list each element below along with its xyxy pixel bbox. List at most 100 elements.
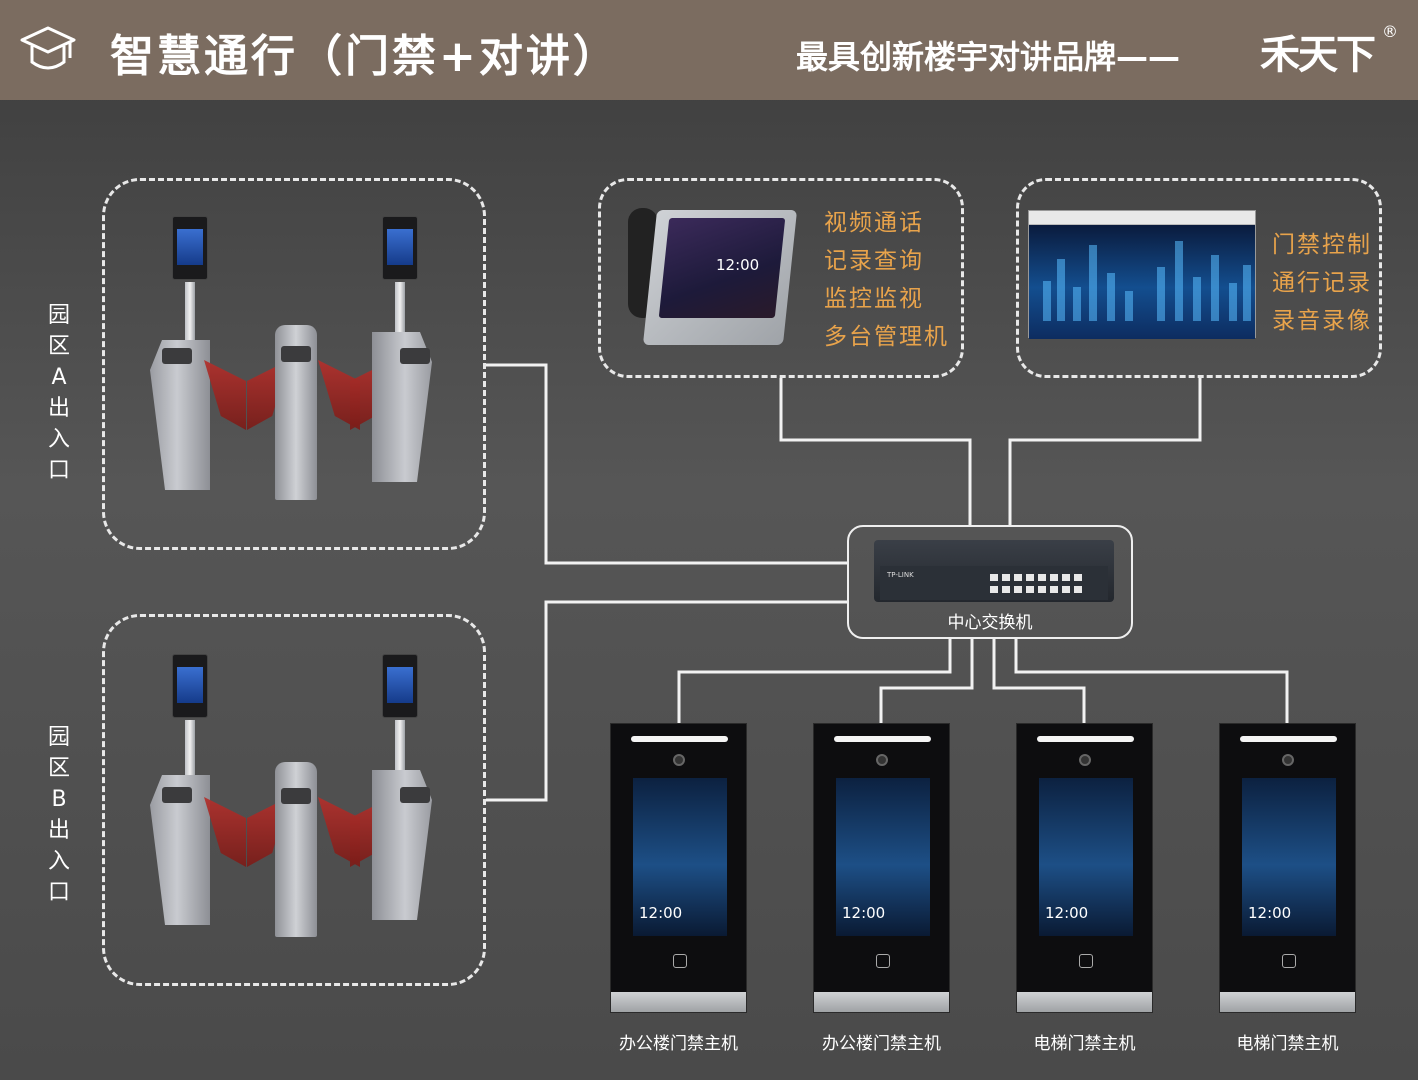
terminal-pole: [395, 282, 405, 334]
monitor-zone-frame: [598, 178, 964, 378]
zone-b-char: 区: [47, 756, 70, 781]
station-base-plate: [814, 992, 949, 1012]
switch-port: [990, 586, 998, 593]
line-zone-a: [486, 363, 848, 565]
door-station-unit: 12:00: [610, 723, 747, 1013]
line-station-1: [677, 639, 952, 724]
door-station-label: 办公楼门禁主机: [619, 1034, 738, 1054]
station-button-icon: [1079, 954, 1093, 968]
card-reader: [162, 787, 192, 803]
station-led-bar: [631, 736, 728, 742]
line-software: [1008, 378, 1202, 526]
monitor-time: 12:00: [716, 256, 760, 274]
station-button-icon: [1282, 954, 1296, 968]
door-station-unit: 12:00: [1016, 723, 1153, 1013]
card-reader: [281, 788, 311, 804]
station-led-bar: [1240, 736, 1337, 742]
switch-port: [1014, 574, 1022, 581]
central-switch-frame: [847, 525, 1133, 639]
door-station-label: 电梯门禁主机: [1033, 1034, 1136, 1054]
station-led-bar: [834, 736, 931, 742]
station-led-bar: [1037, 736, 1134, 742]
zone-a-frame: [102, 178, 486, 550]
door-station-unit: 12:00: [1219, 723, 1356, 1013]
software-toolbar: [1029, 211, 1255, 225]
terminal-pole: [395, 720, 405, 772]
graduation-cap-icon: [20, 26, 76, 70]
station-screen: [633, 778, 727, 936]
switch-port: [1026, 586, 1034, 593]
terminal-pole: [185, 282, 195, 342]
zone-a-char: 园: [47, 303, 70, 328]
door-station-label: 电梯门禁主机: [1236, 1034, 1339, 1054]
zone-a-char: 口: [47, 458, 70, 483]
station-time: 12:00: [1045, 904, 1089, 922]
zone-b-label: 园 区 B 出 入 口: [44, 722, 74, 908]
switch-port: [1026, 574, 1034, 581]
switch-port: [1050, 586, 1058, 593]
header-bar: 智慧通行（门禁+对讲） 最具创新楼宇对讲品牌—— 禾天下 ®: [0, 0, 1418, 100]
line-station-4: [1014, 639, 1289, 724]
registered-mark: ®: [1382, 22, 1398, 41]
zone-a-char: 入: [47, 427, 70, 452]
station-camera: [1282, 754, 1294, 766]
line-station-2: [879, 639, 974, 724]
function-item: 监控监视: [824, 286, 924, 312]
switch-port: [1062, 574, 1070, 581]
card-reader: [400, 348, 430, 364]
software-functions: 门禁控制 通行记录 录音录像: [1272, 226, 1372, 340]
switch-port: [1062, 586, 1070, 593]
switch-port: [1014, 586, 1022, 593]
station-camera: [673, 754, 685, 766]
software-dashboard: [1029, 225, 1255, 339]
card-reader: [162, 348, 192, 364]
terminal-pole: [185, 720, 195, 780]
station-camera: [1079, 754, 1091, 766]
station-screen: [836, 778, 930, 936]
zone-a-char: A: [51, 365, 67, 390]
station-base-plate: [1017, 992, 1152, 1012]
station-screen: [1242, 778, 1336, 936]
station-time: 12:00: [1248, 904, 1292, 922]
switch-label: 中心交换机: [947, 613, 1033, 633]
station-button-icon: [673, 954, 687, 968]
line-station-3: [992, 639, 1086, 724]
zone-b-char: 园: [47, 725, 70, 750]
station-time: 12:00: [639, 904, 683, 922]
switch-port: [1002, 574, 1010, 581]
zone-a-char: 区: [47, 334, 70, 359]
line-zone-b: [486, 600, 848, 802]
switch-port: [1074, 574, 1082, 581]
station-time: 12:00: [842, 904, 886, 922]
function-item: 多台管理机: [824, 324, 949, 350]
tagline: 最具创新楼宇对讲品牌——: [796, 38, 1181, 76]
door-station-label: 办公楼门禁主机: [822, 1034, 941, 1054]
switch-port: [1074, 586, 1082, 593]
card-reader: [281, 346, 311, 362]
function-item: 门禁控制: [1272, 232, 1372, 258]
line-monitor: [779, 378, 972, 526]
switch-port: [1038, 586, 1046, 593]
function-item: 录音录像: [1272, 308, 1372, 334]
switch-front-panel: [880, 566, 1108, 600]
function-item: 视频通话: [824, 210, 924, 236]
station-base-plate: [611, 992, 746, 1012]
switch-port: [1002, 586, 1010, 593]
page-title: 智慧通行（门禁+对讲）: [110, 31, 620, 82]
switch-port: [1050, 574, 1058, 581]
card-reader: [400, 787, 430, 803]
zone-b-frame: [102, 614, 486, 986]
station-base-plate: [1220, 992, 1355, 1012]
software-zone-frame: [1016, 178, 1382, 378]
zone-b-char: 入: [47, 849, 70, 874]
zone-a-label: 园 区 A 出 入 口: [44, 300, 74, 486]
zone-a-char: 出: [47, 396, 70, 421]
switch-port: [1038, 574, 1046, 581]
function-item: 通行记录: [1272, 270, 1372, 296]
station-camera: [876, 754, 888, 766]
face-terminal: [382, 216, 418, 280]
management-software-screenshot: [1028, 210, 1256, 339]
face-terminal: [172, 654, 208, 718]
switch-brand: TP-LINK: [887, 571, 914, 579]
